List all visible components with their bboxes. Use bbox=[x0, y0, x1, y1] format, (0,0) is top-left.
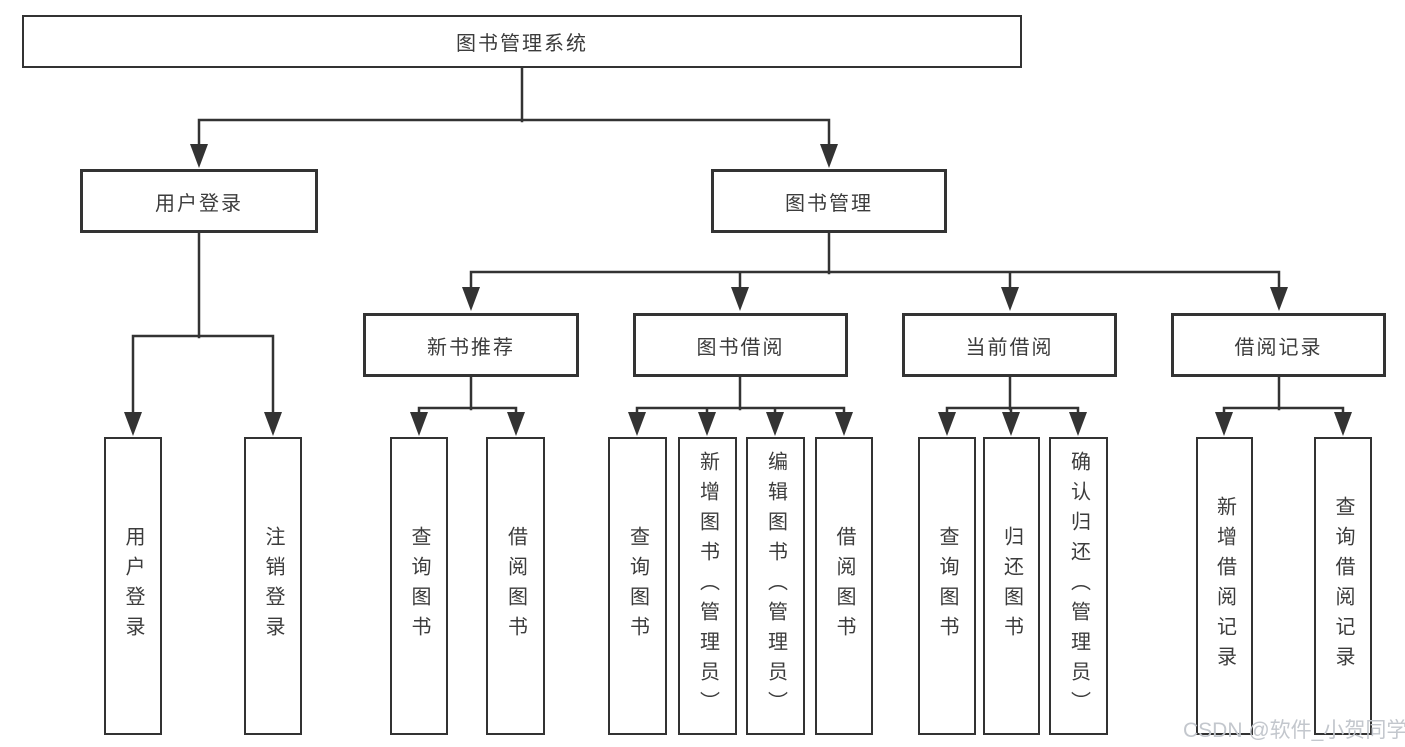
node-book-borrow-label: 图书借阅 bbox=[696, 336, 785, 359]
arrowhead-icon bbox=[698, 412, 716, 436]
arrowhead-icon bbox=[410, 412, 428, 436]
arrowhead-icon bbox=[1001, 287, 1019, 311]
node-leaf-borrow-books-1: 借阅图书 bbox=[486, 437, 545, 735]
node-leaf-query-borrow-record-label: 查询借阅记录 bbox=[1332, 496, 1354, 676]
node-leaf-add-borrow-record: 新增借阅记录 bbox=[1196, 437, 1253, 735]
arrowhead-icon bbox=[938, 412, 956, 436]
node-user-login: 用户登录 bbox=[80, 169, 318, 233]
node-root-label: 图书管理系统 bbox=[456, 33, 588, 55]
arrowhead-icon bbox=[766, 412, 784, 436]
node-root: 图书管理系统 bbox=[22, 15, 1022, 68]
node-leaf-query-books-1: 查询图书 bbox=[390, 437, 448, 735]
arrowhead-icon bbox=[1215, 412, 1233, 436]
node-current-borrow: 当前借阅 bbox=[902, 313, 1117, 377]
arrowhead-icon bbox=[462, 287, 480, 311]
node-leaf-add-book-admin-label: 新增图书（管理员） bbox=[696, 451, 719, 721]
node-leaf-confirm-return-admin-label: 确认归还（管理员） bbox=[1067, 451, 1090, 721]
node-leaf-query-books-2-label: 查询图书 bbox=[626, 526, 649, 646]
node-leaf-confirm-return-admin: 确认归还（管理员） bbox=[1049, 437, 1108, 735]
arrowhead-icon bbox=[820, 144, 838, 168]
node-leaf-borrow-books-1-label: 借阅图书 bbox=[504, 526, 527, 646]
node-leaf-add-book-admin: 新增图书（管理员） bbox=[678, 437, 737, 735]
arrowhead-icon bbox=[124, 412, 142, 436]
node-book-borrow: 图书借阅 bbox=[633, 313, 848, 377]
node-leaf-logout-label: 注销登录 bbox=[262, 526, 284, 646]
node-leaf-query-books-2: 查询图书 bbox=[608, 437, 667, 735]
node-leaf-edit-book-admin: 编辑图书（管理员） bbox=[746, 437, 805, 735]
node-leaf-return-book: 归还图书 bbox=[983, 437, 1040, 735]
node-current-borrow-label: 当前借阅 bbox=[965, 336, 1054, 359]
node-leaf-query-books-3: 查询图书 bbox=[918, 437, 976, 735]
arrowhead-icon bbox=[507, 412, 525, 436]
node-user-login-label: 用户登录 bbox=[155, 192, 243, 215]
arrowhead-icon bbox=[190, 144, 208, 168]
node-leaf-edit-book-admin-label: 编辑图书（管理员） bbox=[764, 451, 787, 721]
arrowhead-icon bbox=[1334, 412, 1352, 436]
arrowhead-icon bbox=[1002, 412, 1020, 436]
node-book-management-label: 图书管理 bbox=[785, 192, 873, 215]
node-leaf-query-books-3-label: 查询图书 bbox=[936, 526, 958, 646]
node-leaf-user-login-label: 用户登录 bbox=[122, 526, 144, 646]
node-borrow-records-label: 借阅记录 bbox=[1234, 336, 1323, 359]
node-leaf-user-login: 用户登录 bbox=[104, 437, 162, 735]
arrowheads bbox=[124, 144, 1352, 436]
node-book-management: 图书管理 bbox=[711, 169, 947, 233]
node-borrow-records: 借阅记录 bbox=[1171, 313, 1386, 377]
watermark: CSDN @软件_小贺同学 bbox=[1183, 719, 1405, 742]
node-leaf-logout: 注销登录 bbox=[244, 437, 302, 735]
arrowhead-icon bbox=[835, 412, 853, 436]
node-leaf-add-borrow-record-label: 新增借阅记录 bbox=[1213, 496, 1236, 676]
node-leaf-borrow-books-2-label: 借阅图书 bbox=[833, 526, 855, 646]
arrowhead-icon bbox=[1270, 287, 1288, 311]
node-leaf-return-book-label: 归还图书 bbox=[1000, 526, 1023, 646]
node-new-book-recommend-label: 新书推荐 bbox=[427, 336, 515, 359]
arrowhead-icon bbox=[731, 287, 749, 311]
arrowhead-icon bbox=[1069, 412, 1087, 436]
arrowhead-icon bbox=[264, 412, 282, 436]
node-new-book-recommend: 新书推荐 bbox=[363, 313, 579, 377]
node-leaf-query-books-1-label: 查询图书 bbox=[408, 526, 430, 646]
connector-path bbox=[131, 66, 1345, 416]
node-leaf-borrow-books-2: 借阅图书 bbox=[815, 437, 873, 735]
node-leaf-query-borrow-record: 查询借阅记录 bbox=[1314, 437, 1372, 735]
arrowhead-icon bbox=[628, 412, 646, 436]
